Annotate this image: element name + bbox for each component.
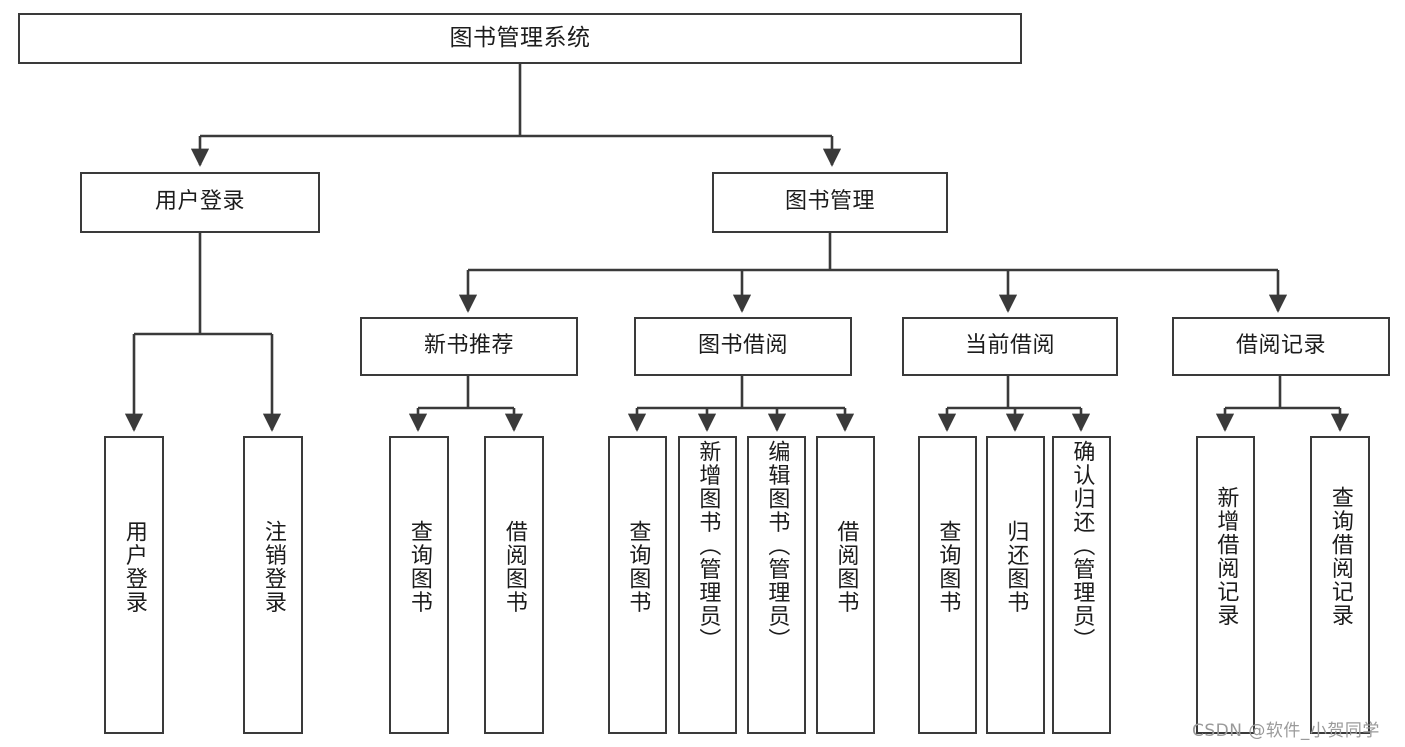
leaf-add-borrow-record[interactable]: 新增借阅记录 [1196, 436, 1255, 734]
node-label: 查询图书 [935, 520, 961, 614]
leaf-query-book-borrow[interactable]: 查询图书 [608, 436, 667, 734]
node-borrow-record[interactable]: 借阅记录 [1172, 317, 1390, 376]
node-label: 新增图书（管理员） [695, 440, 721, 652]
leaf-user-login[interactable]: 用户登录 [104, 436, 164, 734]
node-user-login[interactable]: 用户登录 [80, 172, 320, 233]
node-label: 查询图书 [625, 520, 651, 614]
node-label: 用户登录 [121, 520, 147, 614]
leaf-edit-book[interactable]: 编辑图书（管理员） [747, 436, 806, 734]
leaf-confirm-return[interactable]: 确认归还（管理员） [1052, 436, 1111, 734]
leaf-return-book[interactable]: 归还图书 [986, 436, 1045, 734]
leaf-add-book[interactable]: 新增图书（管理员） [678, 436, 737, 734]
node-label: 查询图书 [406, 520, 432, 614]
leaf-query-borrow-record[interactable]: 查询借阅记录 [1310, 436, 1370, 734]
node-current-borrow[interactable]: 当前借阅 [902, 317, 1118, 376]
node-label: 确认归还（管理员） [1069, 440, 1095, 652]
node-label: 查询借阅记录 [1327, 486, 1353, 627]
node-label: 归还图书 [1003, 520, 1029, 614]
node-label: 借阅记录 [1235, 333, 1326, 359]
leaf-query-book-recommend[interactable]: 查询图书 [389, 436, 449, 734]
leaf-query-book-current[interactable]: 查询图书 [918, 436, 977, 734]
node-label: 注销登录 [260, 520, 286, 614]
node-root-system[interactable]: 图书管理系统 [18, 13, 1022, 64]
node-label: 图书借阅 [697, 333, 788, 359]
node-new-book-recommend[interactable]: 新书推荐 [360, 317, 578, 376]
node-book-borrow[interactable]: 图书借阅 [634, 317, 852, 376]
leaf-user-logout[interactable]: 注销登录 [243, 436, 303, 734]
node-label: 用户登录 [154, 189, 245, 215]
node-label: 借阅图书 [501, 520, 527, 614]
node-book-management[interactable]: 图书管理 [712, 172, 948, 233]
node-label: 编辑图书（管理员） [764, 440, 790, 652]
node-label: 图书管理系统 [449, 24, 591, 51]
node-label: 图书管理 [784, 189, 875, 215]
node-label: 新增借阅记录 [1213, 486, 1239, 627]
csdn-watermark: CSDN @软件_小贺同学 [1192, 721, 1380, 741]
node-label: 新书推荐 [423, 333, 514, 359]
node-label: 当前借阅 [964, 333, 1055, 359]
node-label: 借阅图书 [833, 520, 859, 614]
leaf-borrow-book[interactable]: 借阅图书 [816, 436, 875, 734]
leaf-borrow-book-recommend[interactable]: 借阅图书 [484, 436, 544, 734]
